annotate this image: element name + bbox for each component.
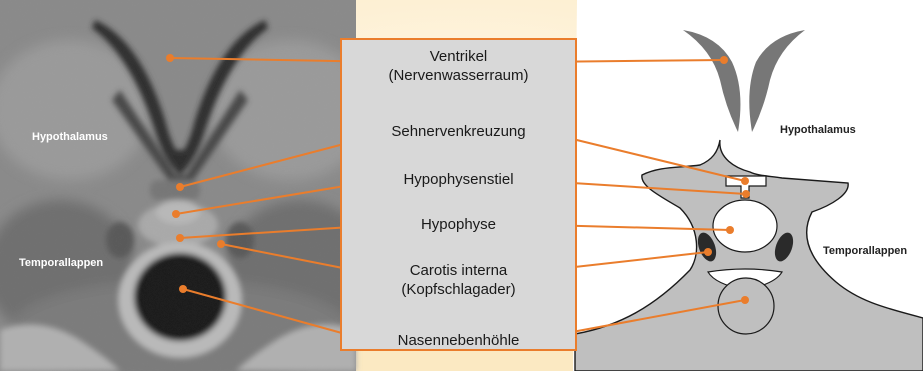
callout-carotis-line1: Carotis interna bbox=[342, 261, 575, 280]
dot-ventrikel-mri bbox=[166, 54, 174, 62]
dot-hypophyse-schematic bbox=[726, 226, 734, 234]
dot-nasennebenhoehle-mri bbox=[179, 285, 187, 293]
callout-ventrikel: Ventrikel (Nervenwasserraum) bbox=[342, 47, 575, 85]
dot-hypophysenstiel-schematic bbox=[742, 190, 750, 198]
callout-hypophysenstiel: Hypophysenstiel bbox=[342, 170, 575, 189]
schematic-label-hypothalamus: Hypothalamus bbox=[780, 124, 856, 136]
dot-hypophysenstiel-mri bbox=[172, 210, 180, 218]
callout-sehnervenkreuzung-line1: Sehnervenkreuzung bbox=[342, 122, 575, 141]
callout-ventrikel-line1: Ventrikel bbox=[342, 47, 575, 66]
callout-hypophysenstiel-line1: Hypophysenstiel bbox=[342, 170, 575, 189]
schematic-label-temporallappen: Temporallappen bbox=[823, 245, 907, 257]
dot-carotis-schematic bbox=[704, 248, 712, 256]
dot-carotis-mri bbox=[217, 240, 225, 248]
callout-nasennebenhoehle: Nasennebenhöhle bbox=[342, 331, 575, 350]
label-box: Ventrikel (Nervenwasserraum) Sehnervenkr… bbox=[340, 38, 577, 351]
pituitary-shape bbox=[713, 200, 777, 252]
dot-sehnervenkreuzung-mri bbox=[176, 183, 184, 191]
callout-sehnervenkreuzung: Sehnervenkreuzung bbox=[342, 122, 575, 141]
sinus-shape bbox=[718, 278, 774, 334]
callout-carotis-line2: (Kopfschlagader) bbox=[342, 280, 575, 299]
dot-nasennebenhoehle-schematic bbox=[741, 296, 749, 304]
callout-hypophyse: Hypophyse bbox=[342, 215, 575, 234]
callout-carotis: Carotis interna (Kopfschlagader) bbox=[342, 261, 575, 299]
dot-hypophyse-mri bbox=[176, 234, 184, 242]
callout-nasennebenhoehle-line1: Nasennebenhöhle bbox=[342, 331, 575, 350]
mri-label-temporallappen: Temporallappen bbox=[19, 257, 103, 269]
callout-hypophyse-line1: Hypophyse bbox=[342, 215, 575, 234]
dot-ventrikel-schematic bbox=[720, 56, 728, 64]
dot-sehnervenkreuzung-schematic bbox=[741, 177, 749, 185]
mri-label-hypothalamus: Hypothalamus bbox=[32, 131, 108, 143]
callout-ventrikel-line2: (Nervenwasserraum) bbox=[342, 66, 575, 85]
